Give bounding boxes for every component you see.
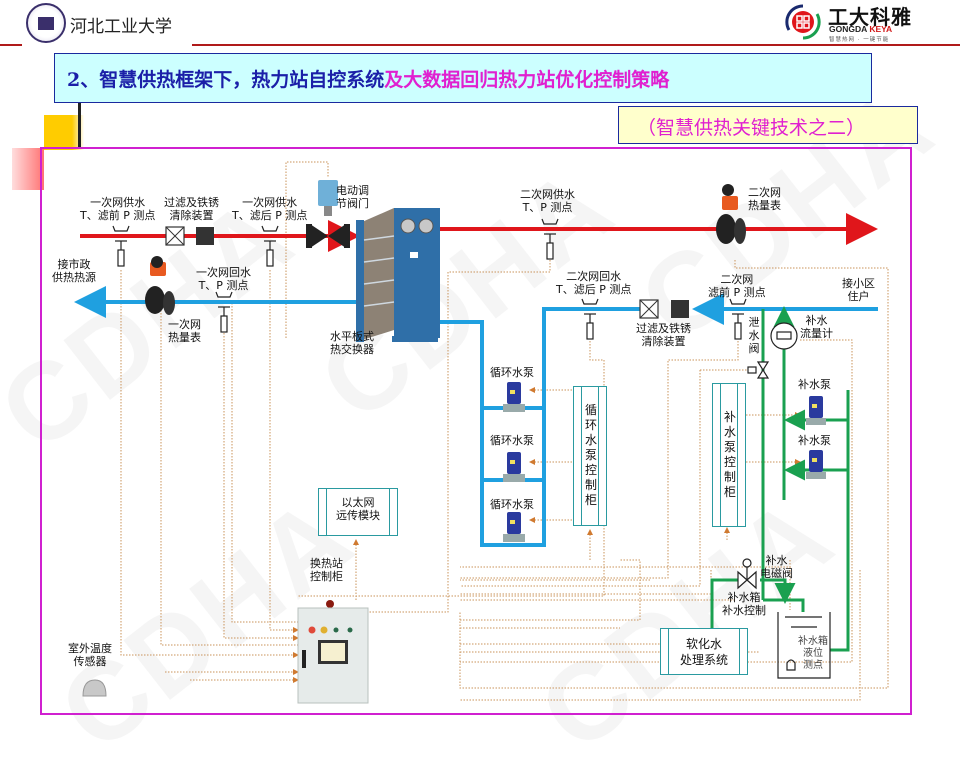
- subtitle-text: （智慧供热关键技术之二）: [637, 117, 866, 139]
- label-makeup-flowmeter: 补水流量计: [800, 314, 833, 340]
- label-plate-exchanger: 水平板式热交换器: [330, 330, 374, 356]
- title-part-2: 及大数据回归热力站优化控制策略: [384, 69, 670, 91]
- secondary-return-pipe: [438, 307, 642, 547]
- outdoor-sensor-icon: [82, 679, 107, 697]
- diagram-frame: [40, 147, 912, 715]
- softening-system-label: 软化水 处理系统: [679, 637, 728, 667]
- slide-title: 2、智慧供热框架下，热力站自控系统及大数据回归热力站优化控制策略: [54, 53, 872, 103]
- label-electric-valve: 电动调节阀门: [336, 184, 369, 210]
- solenoid-valve-icon: [737, 558, 757, 590]
- circulation-pump-icon: [503, 512, 525, 542]
- label-filter-secondary: 过滤及铁锈清除装置: [636, 322, 691, 348]
- label-secondary-p-before: 二次网滤前 P 测点: [708, 273, 766, 299]
- filter-primary-icon: [165, 226, 214, 246]
- circulation-pump-icon: [503, 382, 525, 412]
- makeup-flowmeter-icon: [770, 322, 798, 350]
- label-primary-heat-meter: 一次网热量表: [168, 318, 201, 344]
- brand-logo-icon: [785, 4, 821, 40]
- label-makeup-solenoid: 补水电磁阀: [760, 554, 793, 580]
- label-station-cabinet: 换热站控制柜: [310, 557, 343, 583]
- brand-name-en-1: GONGDA: [829, 24, 867, 34]
- makeup-pump-cabinet-label: 补水泵控制柜: [723, 410, 736, 499]
- brand-name: 工大科雅: [828, 5, 912, 29]
- label-tank-level: 补水箱液位测点: [798, 636, 828, 671]
- label-city-heat-source: 接市政供热热源: [52, 258, 96, 284]
- primary-heat-meter-icon: [145, 256, 175, 315]
- circulation-pump-cabinet: 循环水泵控制柜: [573, 386, 607, 526]
- brand-name-en-2: KEYA: [869, 24, 893, 34]
- filter-secondary-icon: [639, 299, 689, 319]
- plate-heat-exchanger-icon: [356, 208, 440, 342]
- title-part-1: 2、智慧供热框架下，热力站自控系统: [67, 69, 385, 91]
- label-tank-control: 补水箱补水控制: [722, 591, 766, 617]
- brand-name-en: GONGDA KEYA: [829, 24, 892, 34]
- heat-station-diagram: [74, 161, 889, 704]
- slide-subtitle: （智慧供热关键技术之二）: [618, 106, 918, 144]
- circulation-pump-cabinet-label: 循环水泵控制柜: [584, 403, 597, 507]
- header-divider: [0, 44, 22, 46]
- electric-valve-icon: [306, 180, 350, 248]
- label-circ-pump-2: 循环水泵: [490, 434, 534, 447]
- university-name: 河北工业大学: [70, 17, 172, 37]
- label-outdoor-sensor: 室外温度传感器: [68, 642, 112, 668]
- makeup-pump-icon: [806, 396, 826, 425]
- label-circ-pump-3: 循环水泵: [490, 498, 534, 511]
- signal-lines: [120, 161, 889, 701]
- decor-red-square: [12, 148, 44, 190]
- sensor-icons: [112, 218, 747, 340]
- secondary-heat-meter-icon: [716, 184, 746, 244]
- decor-yellow-square: [44, 115, 84, 150]
- makeup-pump-icon: [806, 450, 826, 479]
- label-community-users: 接小区住户: [842, 277, 875, 303]
- softening-system: 软化水 处理系统: [660, 628, 748, 675]
- brand-slogan: 智慧热网 · 一键节能: [829, 37, 890, 43]
- label-drain-valve: 泄水阀: [748, 316, 760, 355]
- drain-valve-icon: [747, 361, 770, 379]
- makeup-tank-icon: [777, 612, 831, 679]
- label-makeup-pump-1: 补水泵: [798, 378, 831, 391]
- ethernet-module: 以太网 远传模块: [318, 488, 398, 536]
- makeup-pump-cabinet: 补水泵控制柜: [712, 383, 746, 527]
- label-makeup-pump-2: 补水泵: [798, 434, 831, 447]
- makeup-pipes: [710, 306, 850, 652]
- label-secondary-heat-meter: 二次网热量表: [748, 186, 781, 212]
- label-filter-primary: 过滤及铁锈清除装置: [164, 196, 219, 222]
- ethernet-module-label: 以太网 远传模块: [336, 496, 380, 522]
- header-divider: [192, 44, 960, 46]
- university-logo: [26, 3, 66, 43]
- label-circ-pump-1: 循环水泵: [490, 366, 534, 379]
- station-control-cabinet-icon: [297, 600, 369, 704]
- circulation-pump-icon: [503, 452, 525, 482]
- decor-vertical-line: [78, 103, 81, 148]
